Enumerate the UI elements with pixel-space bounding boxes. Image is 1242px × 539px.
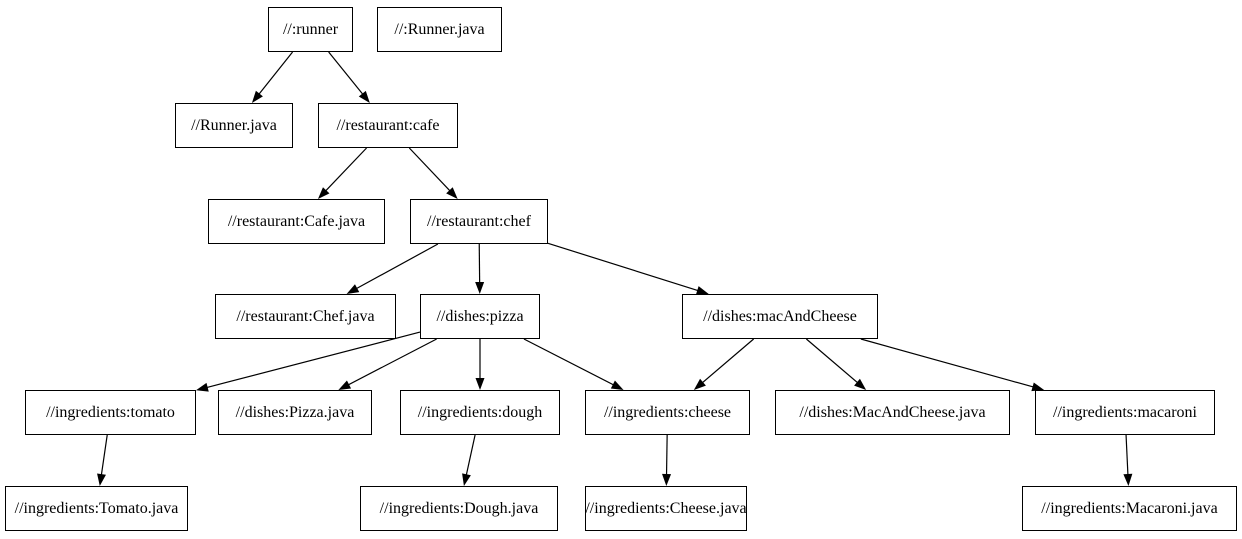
graph-node-label: //dishes:macAndCheese: [703, 307, 857, 325]
graph-node-pizza-java: //dishes:Pizza.java: [218, 390, 372, 435]
graph-node-label: //ingredients:Dough.java: [379, 499, 539, 517]
graph-node-label: //dishes:Pizza.java: [235, 403, 355, 421]
edge-runner-to-cafe: [328, 51, 370, 103]
arrowhead-icon: [662, 473, 672, 486]
arrowhead-icon: [854, 378, 867, 390]
graph-node-cafe-java: //restaurant:Cafe.java: [208, 199, 385, 244]
graph-node-dough-java: //ingredients:Dough.java: [360, 486, 558, 531]
edge-tomato-to-tomato-java: [97, 434, 108, 486]
graph-node-label: //dishes:pizza: [436, 307, 524, 325]
graph-node-label: //restaurant:Cafe.java: [227, 212, 366, 230]
arrowhead-icon: [251, 90, 263, 103]
graph-node-chef-java: //restaurant:Chef.java: [215, 294, 396, 339]
arrowhead-icon: [358, 90, 370, 103]
arrowhead-icon: [462, 473, 471, 486]
graph-node-cheese-java: //ingredients:Cheese.java: [585, 486, 747, 531]
arrowhead-icon: [693, 378, 706, 390]
graph-node-macaroni-java: //ingredients:Macaroni.java: [1022, 486, 1237, 531]
arrowhead-icon: [695, 286, 709, 295]
graph-node-chef: //restaurant:chef: [410, 199, 548, 244]
arrowhead-icon: [475, 281, 485, 294]
edge-runner-to-runner-java: [251, 51, 294, 103]
edge-pizza-to-tomato: [196, 331, 421, 392]
graph-node-label: //dishes:MacAndCheese.java: [799, 403, 986, 421]
edge-pizza-to-pizza-java: [338, 338, 437, 390]
graph-node-label: //ingredients:tomato: [46, 403, 175, 421]
graph-node-label: //ingredients:Macaroni.java: [1041, 499, 1218, 517]
graph-node-label: //restaurant:chef: [427, 212, 531, 230]
graph-node-pizza: //dishes:pizza: [420, 294, 540, 339]
graph-node-label: //ingredients:cheese: [603, 403, 732, 421]
arrowhead-icon: [475, 378, 485, 390]
edge-macaroni-to-macaroni-java: [1123, 434, 1133, 486]
graph-node-cheese: //ingredients:cheese: [585, 390, 750, 435]
edge-cheese-to-cheese-java: [662, 434, 672, 486]
graph-node-label: //ingredients:Tomato.java: [14, 499, 179, 517]
graph-node-tomato-java: //ingredients:Tomato.java: [5, 486, 188, 531]
graph-node-label: //restaurant:Chef.java: [236, 307, 375, 325]
edge-cafe-to-chef: [408, 147, 458, 199]
graph-node-label: //:runner: [282, 20, 339, 38]
graph-node-runner: //:runner: [268, 7, 353, 52]
graph-node-label: //restaurant:cafe: [336, 116, 440, 134]
graph-node-mac-and-cheese-java: //dishes:MacAndCheese.java: [775, 390, 1010, 435]
arrowhead-icon: [610, 380, 624, 390]
arrowhead-icon: [1123, 473, 1133, 486]
graph-node-label: //ingredients:macaroni: [1053, 403, 1197, 421]
arrowhead-icon: [338, 380, 352, 390]
edge-chef-to-pizza: [475, 243, 485, 294]
edge-chef-to-mac-and-cheese: [547, 242, 709, 295]
graph-node-label: //ingredients:Cheese.java: [585, 499, 747, 517]
graph-node-label: //ingredients:dough: [417, 403, 543, 421]
graph-node-runner-java-top: //:Runner.java: [377, 7, 502, 52]
graph-node-macaroni: //ingredients:macaroni: [1035, 390, 1215, 435]
graph-node-cafe: //restaurant:cafe: [318, 103, 458, 148]
edge-chef-to-chef-java: [346, 243, 439, 294]
edge-dough-to-dough-java: [462, 434, 476, 486]
edge-mac-and-cheese-to-cheese: [693, 338, 755, 390]
graph-node-runner-java: //Runner.java: [175, 103, 293, 148]
graph-node-tomato: //ingredients:tomato: [25, 390, 196, 435]
arrowhead-icon: [1031, 382, 1045, 392]
graph-node-label: //Runner.java: [191, 116, 277, 134]
arrowhead-icon: [317, 187, 330, 199]
arrowhead-icon: [97, 473, 106, 486]
edge-pizza-to-dough: [475, 339, 485, 390]
graph-node-label: //:Runner.java: [394, 20, 485, 38]
arrowhead-icon: [196, 382, 209, 392]
edge-mac-and-cheese-to-mac-and-cheese-java: [805, 338, 867, 390]
arrowhead-icon: [446, 187, 458, 199]
graph-node-dough: //ingredients:dough: [400, 390, 560, 435]
graph-node-mac-and-cheese: //dishes:macAndCheese: [682, 294, 878, 339]
edge-mac-and-cheese-to-macaroni: [860, 338, 1045, 392]
edge-pizza-to-cheese: [523, 338, 624, 390]
edge-cafe-to-cafe-java: [317, 147, 367, 199]
arrowhead-icon: [346, 284, 360, 294]
